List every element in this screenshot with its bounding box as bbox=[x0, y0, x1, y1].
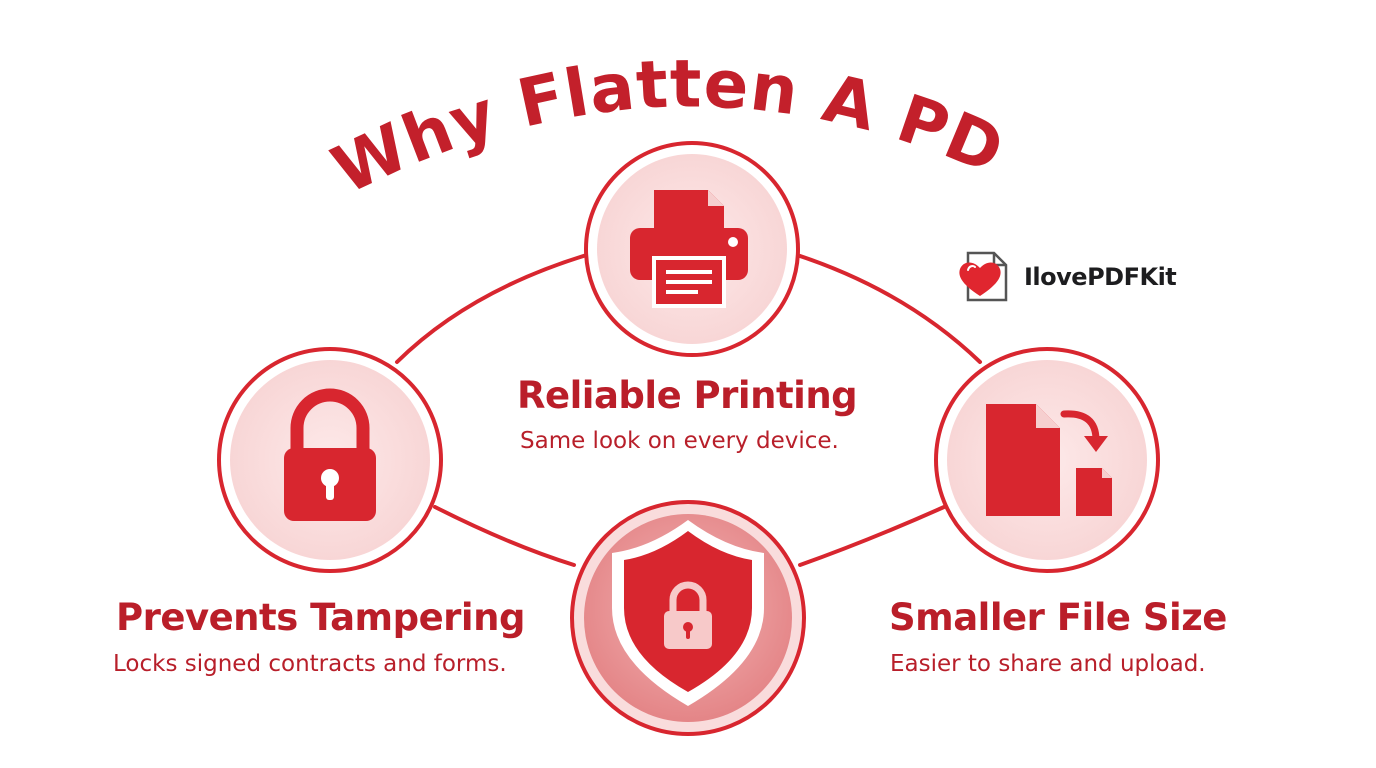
feature-node-tampering bbox=[217, 347, 443, 573]
feature-title-printing: Reliable Printing bbox=[517, 374, 858, 417]
brand-name: IlovePDFKit bbox=[1024, 263, 1177, 291]
feature-title-tampering: Prevents Tampering bbox=[116, 596, 525, 639]
connector-bottom-left bbox=[433, 505, 576, 567]
connector-lines bbox=[395, 252, 982, 567]
printer-icon bbox=[630, 190, 748, 308]
connector-top-left bbox=[395, 252, 592, 364]
page-title-path: Why Flatten A PDF bbox=[0, 0, 1014, 209]
feature-node-printing bbox=[584, 141, 800, 357]
feature-node-security bbox=[570, 500, 806, 736]
file-shrink-icon bbox=[986, 404, 1112, 516]
connector-bottom-right bbox=[798, 505, 946, 567]
shield-lock-icon bbox=[612, 520, 764, 706]
feature-node-filesize bbox=[934, 347, 1160, 573]
page-title: Why Flatten A PDF bbox=[0, 0, 1015, 209]
brand-logo: IlovePDFKit bbox=[956, 250, 1177, 304]
feature-desc-printing: Same look on every device. bbox=[520, 428, 839, 454]
padlock-icon bbox=[284, 388, 376, 521]
heart-document-icon bbox=[959, 251, 1008, 302]
feature-desc-tampering: Locks signed contracts and forms. bbox=[113, 651, 507, 677]
feature-title-filesize: Smaller File Size bbox=[889, 596, 1227, 639]
connector-top-right bbox=[792, 252, 982, 364]
feature-desc-filesize: Easier to share and upload. bbox=[890, 651, 1206, 677]
